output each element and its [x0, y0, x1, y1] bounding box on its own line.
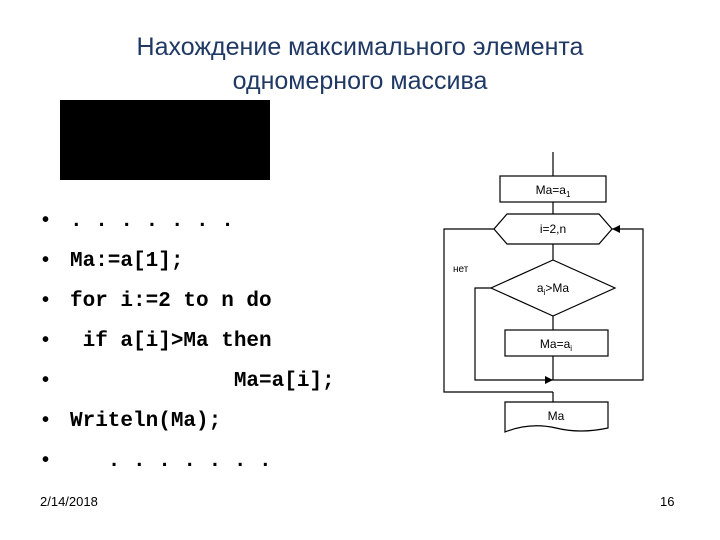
- block-output: [504, 401, 609, 433]
- flow-line-no-branch: [474, 287, 553, 381]
- bullet: •: [42, 329, 50, 351]
- flow-line-loop-back: [553, 228, 644, 381]
- slide-title: Нахождение максимального элемента одноме…: [0, 30, 720, 98]
- arrowhead-icon: [545, 376, 553, 384]
- bullet: •: [42, 409, 50, 431]
- bullet: •: [42, 449, 50, 471]
- flow-line-loop-exit: [443, 228, 553, 393]
- bullet: •: [42, 209, 50, 231]
- code-line-text: for i:=2 to n do: [70, 290, 272, 313]
- title-line-1: Нахождение максимального элемента: [136, 33, 584, 61]
- label-decision: ai>Ma: [537, 281, 569, 297]
- code-line: • . . . . . . .: [42, 200, 335, 240]
- bullet: •: [42, 249, 50, 271]
- code-line: • for i:=2 to n do: [42, 280, 335, 320]
- code-line-text: Ma:=a[1];: [70, 250, 184, 273]
- code-line: • Ma:=a[1];: [42, 240, 335, 280]
- code-line-text: if a[i]>Ma then: [70, 330, 272, 353]
- code-listing: • . . . . . . . • Ma:=a[1]; • for i:=2 to n…: [42, 200, 335, 480]
- code-line: • if a[i]>Ma then: [42, 320, 335, 360]
- code-line: • . . . . . . .: [42, 440, 335, 480]
- code-line: • Ma=a[i];: [42, 360, 335, 400]
- arrowhead-icon: [612, 225, 620, 233]
- block-update: [504, 329, 609, 357]
- label-no: нет: [453, 264, 469, 275]
- code-line-text: Writeln(Ma);: [70, 410, 222, 433]
- title-line-2: одномерного массива: [232, 67, 488, 95]
- redacted-block: [60, 100, 270, 180]
- block-init: [499, 175, 607, 203]
- slide-page-number: 16: [660, 494, 675, 509]
- code-line-text: . . . . . . .: [70, 450, 272, 473]
- bullet: •: [42, 369, 50, 391]
- code-line: • Writeln(Ma);: [42, 400, 335, 440]
- label-output: Ma: [548, 409, 565, 423]
- code-line-text: Ma=a[i];: [70, 370, 335, 393]
- label-update: Ma=ai: [540, 337, 572, 353]
- slide-date: 2/14/2018: [40, 494, 98, 509]
- label-init: Ma=a1: [536, 183, 571, 199]
- code-line-text: . . . . . . .: [70, 210, 234, 233]
- bullet: •: [42, 289, 50, 311]
- label-loop: i=2,n: [540, 222, 566, 236]
